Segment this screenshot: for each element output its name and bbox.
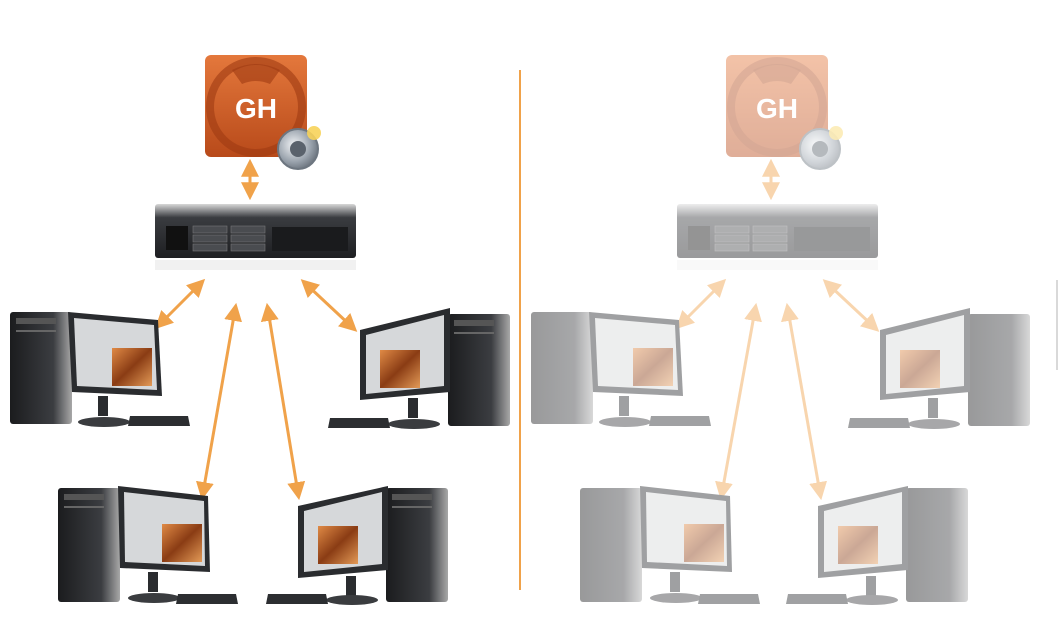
gear-icon: [277, 126, 321, 170]
workstation-icon: [328, 308, 510, 429]
workstation-icon: [580, 486, 760, 604]
gh-logo-icon: GH: [205, 55, 307, 157]
server-link-1: [675, 278, 727, 330]
edge-marker: [1056, 280, 1058, 370]
workstation-icon: [266, 486, 448, 605]
gh-logo-icon: GH: [726, 55, 828, 157]
server-link-3: [715, 302, 762, 501]
server-icon: [155, 204, 356, 270]
server-link-1: [154, 278, 206, 330]
server-link-4: [780, 302, 828, 501]
server-icon: [677, 204, 878, 270]
workstation-icon: [58, 486, 238, 604]
logo-label: GH: [235, 93, 277, 124]
logo-label: GH: [756, 93, 798, 124]
workstation-icon: [531, 312, 711, 427]
server-link-2: [300, 279, 358, 332]
panel-divider: [519, 70, 521, 590]
workstation-icon: [10, 312, 190, 427]
workstation-icon: [848, 308, 1030, 429]
server-link-4: [260, 302, 306, 501]
left-panel: GH: [10, 55, 510, 605]
server-link-3: [195, 302, 243, 501]
server-link-2: [822, 279, 880, 332]
workstation-icon: [786, 486, 968, 605]
gear-icon: [799, 126, 843, 170]
right-panel: GH: [531, 55, 1030, 605]
